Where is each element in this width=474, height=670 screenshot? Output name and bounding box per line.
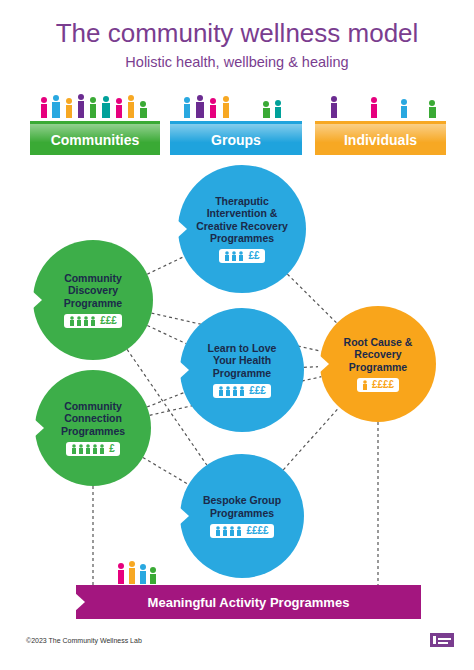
dashed-connector [287,274,336,323]
programme-name: Theraputic Intervention & Creative Recov… [196,195,289,244]
cost-level: ££££ [246,525,268,537]
title: The community wellness model [0,18,474,49]
cost-level: £ [109,443,115,455]
dashed-connector [147,257,184,275]
audience-band: Communities [30,121,160,155]
chevron-mark [35,370,36,371]
cost-badge: ££££ [357,378,399,392]
programme-name: Learn to Love Your Health Programme [197,342,287,379]
cost-badge: £££ [213,384,271,398]
band-label: Groups [211,132,261,148]
band-label: Individuals [344,132,417,148]
people-icons [218,386,246,396]
chevron-mark [178,165,179,166]
cost-level: £££ [100,315,117,327]
cost-badge: £ [66,442,120,456]
people-icons [71,444,106,454]
dashed-connector [147,326,186,344]
people-icons [69,316,97,326]
activity-bar: Meaningful Activity Programmes [76,585,421,619]
people-icons [215,526,243,536]
subtitle: Holistic health, wellbeing & healing [0,54,474,70]
dashed-connector [283,407,339,470]
programme-name: Community Discovery Programme [50,272,137,309]
cost-badge: £££ [64,314,122,328]
dashed-connector [304,366,320,368]
programme-circle: Community Discovery Programme £££ [33,240,153,360]
people-icons [224,251,245,261]
cost-level: ££££ [372,379,394,391]
programme-circle: Theraputic Intervention & Creative Recov… [178,165,306,293]
audience-band: Individuals [315,121,446,155]
dashed-connector [143,458,189,485]
band-label: Communities [51,132,140,148]
programme-name: Bespoke Group Programmes [197,494,287,518]
dashed-connector [377,422,378,585]
bar-label: Meaningful Activity Programmes [148,595,350,610]
programme-circle: Bespoke Group Programmes ££££ [180,454,304,578]
audience-band: Groups [170,121,302,155]
copyright-note: ©2023 The Community Wellness Lab [26,637,326,644]
dashed-connector [147,393,184,408]
logo-mark [430,633,454,647]
people-icons [362,380,369,390]
cost-badge: ££££ [210,524,273,538]
chevron-mark [180,454,181,455]
cost-level: ££ [248,250,259,262]
programme-circle: Root Cause & Recovery Programme ££££ [320,306,436,422]
dashed-connector [92,486,93,585]
chevron-mark [320,306,321,307]
programme-circle: Learn to Love Your Health Programme £££ [180,308,304,432]
chevron-mark [180,308,181,309]
cost-badge: ££ [219,249,264,263]
programme-name: Community Connection Programmes [51,400,135,437]
cost-level: £££ [249,385,266,397]
programme-circle: Community Connection Programmes £ [35,370,151,486]
programme-name: Root Cause & Recovery Programme [336,336,420,373]
chevron-mark [76,585,77,586]
chevron-mark [33,240,34,241]
